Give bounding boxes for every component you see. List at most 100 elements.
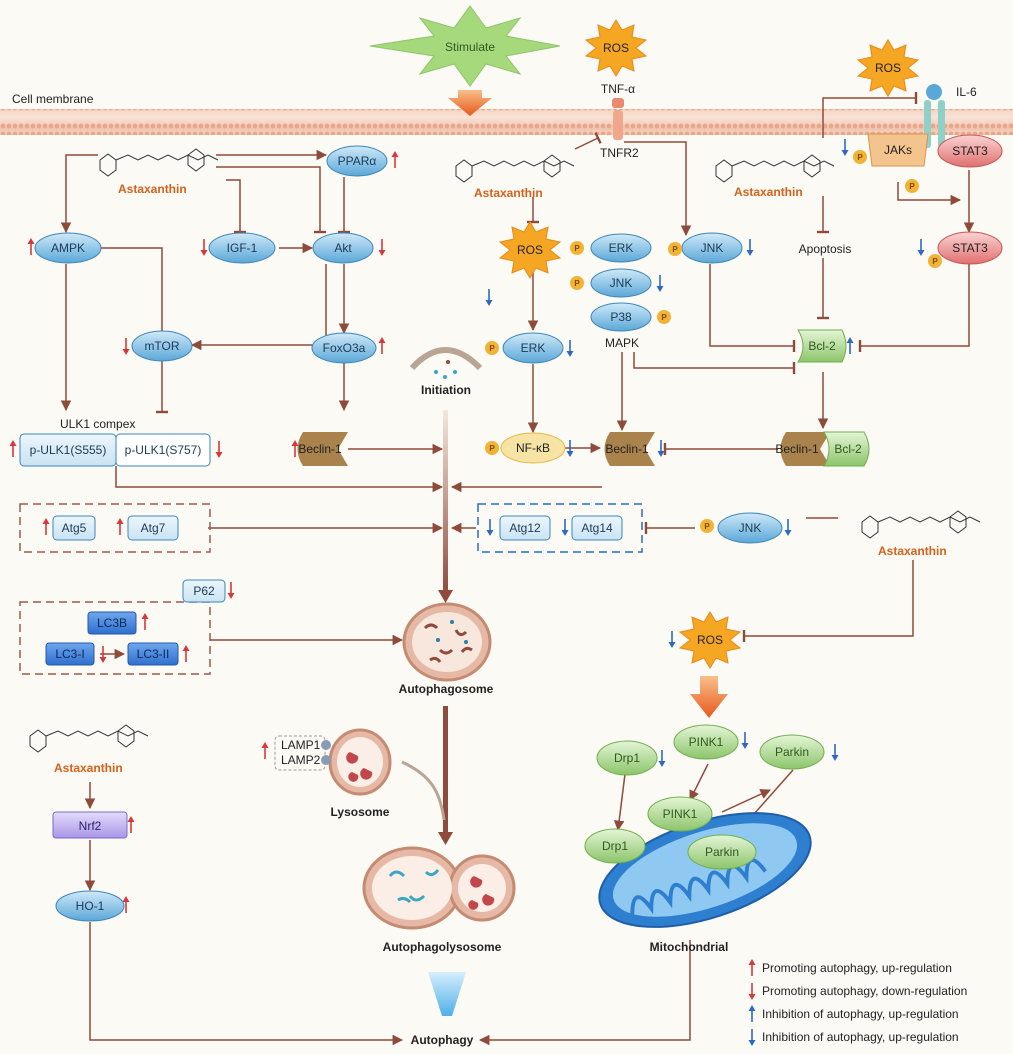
connectors (60, 92, 975, 1046)
autophagolysosome-label: Autophagolysosome (383, 940, 502, 954)
nrf2-label: Nrf2 (79, 819, 102, 833)
atg5-atg7-group (19, 503, 211, 553)
igf1-node: IGF-1 (208, 232, 276, 264)
lc3b-up (141, 613, 149, 630)
akt-label: Akt (334, 241, 352, 255)
atg5-up (42, 518, 50, 535)
foxo3a-node: FoxO3a (311, 332, 377, 364)
ros-right-label: ROS (875, 61, 901, 75)
pink1-down (741, 732, 749, 749)
pink1b-label: PINK1 (663, 807, 698, 821)
p-badge-erk-mid: P (489, 344, 495, 353)
astaxanthin-molecule-2 (455, 154, 575, 183)
jnk-atg-node: JNK (717, 512, 783, 544)
p62-label: P62 (193, 584, 215, 598)
atg12-node: Atg12 (499, 515, 551, 541)
ampk-label: AMPK (51, 241, 85, 255)
nrf2-node: Nrf2 (52, 811, 128, 839)
mitochondrial-label: Mitochondrial (650, 940, 729, 954)
lamp2-label: LAMP2 (281, 753, 321, 767)
lc3ii-up (182, 645, 190, 662)
parkin-node: Parkin (759, 734, 825, 770)
p-badge-nfkb: P (489, 444, 495, 453)
legend-text-1: Promoting autophagy, down-regulation (762, 984, 967, 998)
legend: Promoting autophagy, up-regulationPromot… (748, 959, 967, 1046)
erk-mid-label: ERK (521, 341, 546, 355)
autophagy-label: Autophagy (411, 1033, 474, 1047)
atg7-node: Atg7 (127, 515, 179, 541)
beclin-left-label: Beclin-1 (298, 442, 342, 456)
astaxanthin-label-3: Astaxanthin (734, 185, 803, 199)
lamp-up (261, 742, 269, 759)
akt-down (378, 239, 386, 256)
nfkb-label: NF-κB (516, 441, 550, 455)
stimulate-label: Stimulate (445, 40, 495, 54)
ppara-node: PPARα (326, 145, 388, 177)
legend-arrow-1 (748, 983, 756, 1000)
lamp-box (274, 735, 326, 771)
lamp1-label: LAMP1 (281, 738, 321, 752)
nrf2-up (127, 816, 135, 833)
ppara-up (391, 151, 399, 168)
jaks-down (841, 139, 849, 156)
drp1-label: Drp1 (614, 751, 640, 765)
astaxanthin-molecule-4 (861, 510, 981, 539)
pink1b-node: PINK1 (647, 796, 713, 832)
lc3i-down (99, 646, 107, 663)
atg14-node: Atg14 (571, 515, 623, 541)
ros-mito-arrow (690, 676, 728, 718)
autophagosome-label: Autophagosome (399, 682, 494, 696)
beclin-mid-label: Beclin-1 (605, 442, 649, 456)
atg12-atg14-group (477, 503, 643, 553)
ho1-up (122, 896, 130, 913)
phagophore (409, 347, 483, 379)
pink1-node: PINK1 (673, 724, 739, 760)
drp1b-node: Drp1 (584, 828, 646, 864)
jnk-right-label: JNK (701, 241, 724, 255)
main-flow-arrow (443, 410, 448, 595)
parkinb-node: Parkin (687, 834, 757, 870)
cell-membrane (0, 109, 1013, 135)
beclin-left-node: Beclin-1 (297, 432, 348, 466)
astaxanthin-label-4: Astaxanthin (878, 544, 947, 558)
autophagolysosome (362, 846, 516, 930)
mapk-jnk-node: JNK (590, 268, 652, 298)
atg7-label: Atg7 (141, 521, 166, 535)
pink1-label: PINK1 (689, 735, 724, 749)
autophagosome-to-lysosome-arrow (443, 706, 448, 836)
parkin-label: Parkin (775, 745, 809, 759)
stimulate-arrow (448, 90, 492, 116)
beclin-bcl2-complex: Beclin-1 Bcl-2 (775, 431, 870, 467)
ros-top-burst: ROS (584, 19, 648, 77)
ros-right-burst: ROS (856, 39, 920, 97)
jnk-atg-down (784, 519, 792, 536)
stat3-label: STAT3 (952, 241, 988, 255)
astaxanthin-label-1: Astaxanthin (118, 182, 187, 196)
pulk555-up (9, 440, 17, 457)
p-badge-erk: P (574, 244, 580, 253)
bcl2-node: Bcl-2 (797, 329, 847, 363)
regulation-arrows (9, 139, 925, 913)
initiation-label: Initiation (421, 383, 471, 397)
pulk757-node: p-ULK1(S757) (115, 433, 211, 467)
erk-mid-down (485, 289, 493, 306)
astaxanthin-molecule-1 (99, 148, 219, 177)
apoptosis-label: Apoptosis (799, 242, 852, 256)
drp1-node: Drp1 (596, 740, 658, 776)
il6-label: IL-6 (956, 85, 977, 99)
p-badge-jnk-atg: P (704, 522, 710, 531)
drp1-down (658, 750, 666, 767)
mapk-jnk-label: JNK (610, 276, 633, 290)
foxo3a-up (378, 337, 386, 354)
ros-top-label: ROS (603, 41, 629, 55)
complex-bcl2-label: Bcl-2 (834, 442, 862, 456)
legend-arrow-2 (748, 1005, 756, 1022)
beclin-mid-node: Beclin-1 (604, 432, 655, 466)
ros-mid-burst: ROS (498, 221, 562, 279)
pulk757-down (215, 441, 223, 458)
p-badge-jnk-right: P (672, 245, 678, 254)
beclin-left-up (291, 440, 299, 457)
p-badge-jaks: P (857, 153, 863, 162)
pulk757-label: p-ULK1(S757) (125, 443, 202, 457)
